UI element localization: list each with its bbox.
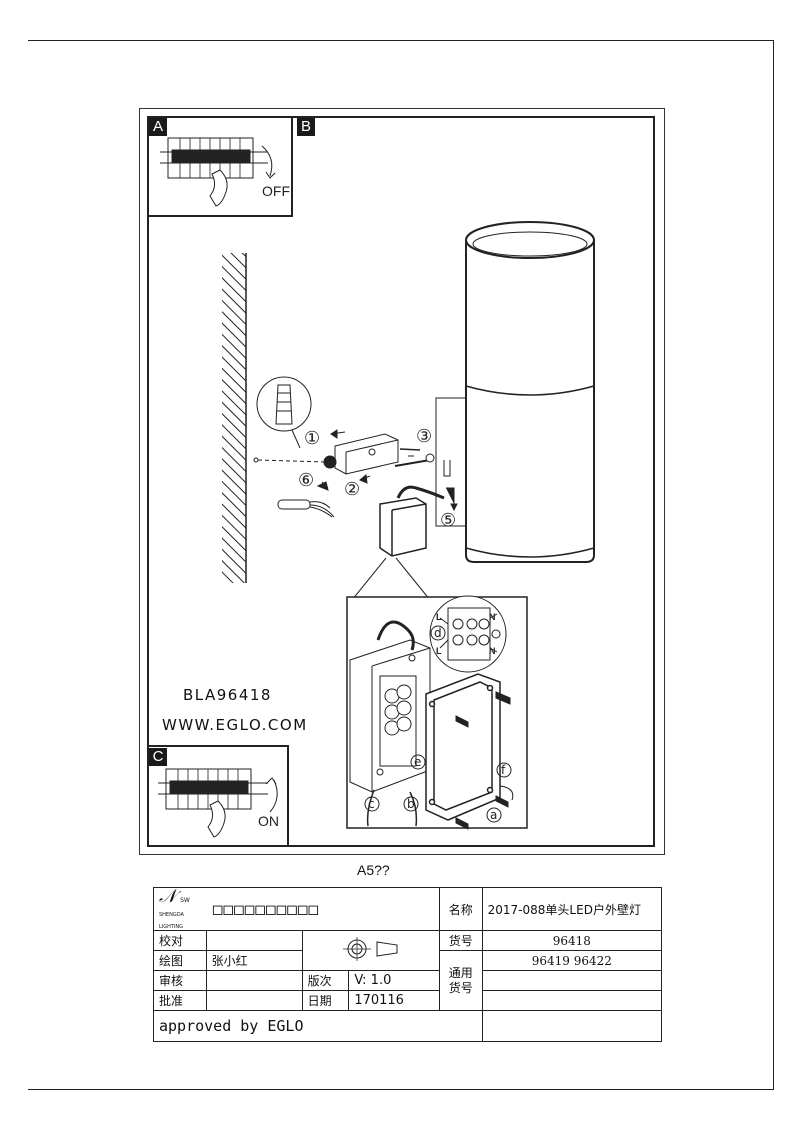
item-no-value: 96418 — [481, 930, 663, 951]
item-no-label: 货号 — [438, 930, 483, 951]
detail-d: d — [434, 626, 442, 640]
step-2: ② — [344, 479, 360, 500]
step-1: ① — [304, 428, 320, 449]
panel-b-label: B — [297, 118, 315, 136]
terminal-n-top: N — [489, 612, 496, 622]
terminal-l-top: L — [436, 612, 442, 622]
panel-c-on-text: ON — [258, 813, 279, 829]
terminal-zoom — [429, 595, 507, 673]
projection-symbol-cell — [301, 930, 440, 971]
driver-box — [351, 485, 445, 601]
junction-box-open — [349, 620, 431, 827]
step-6: ⑥ — [298, 470, 314, 491]
model-number: BLA96418 — [183, 686, 272, 704]
lamp-body — [435, 221, 595, 563]
name-label: 名称 — [438, 887, 483, 931]
terminal-n-bottom: N — [489, 646, 496, 656]
common-value-empty-1 — [481, 970, 663, 991]
drawing-label: 绘图 — [153, 950, 207, 971]
logo-text: SW — [180, 897, 190, 904]
page-frame — [28, 40, 774, 1090]
title-block: 𝒩 SW SHENGDA LIGHTING □□□□□□□□□□ 名称 2017… — [153, 887, 663, 1042]
sheet-caption: A5?? — [357, 862, 390, 878]
website: WWW.EGLO.COM — [162, 716, 308, 734]
date-value: 170116 — [348, 990, 440, 1011]
panel-c — [147, 745, 289, 847]
mounting-bracket — [253, 433, 435, 475]
detail-c: c — [368, 797, 375, 811]
panel-a — [147, 116, 293, 217]
name-value: 2017-088单头LED户外壁灯 — [481, 887, 663, 931]
wall-hatch — [222, 253, 246, 583]
version-value: V: 1.0 — [348, 970, 440, 991]
logo-sub2: LIGHTING — [159, 924, 184, 930]
logo-sub1: SHENGDA — [159, 912, 184, 918]
company-name: □□□□□□□□□□ — [212, 899, 320, 919]
common-value-empty-2 — [481, 990, 663, 1011]
breaker-panel-c — [158, 768, 278, 838]
common-value: 96419 96422 — [481, 950, 663, 971]
junction-lid — [425, 673, 501, 821]
step-3: ③ — [416, 426, 432, 447]
approved-text: approved by EGLO — [153, 1010, 483, 1042]
date-label: 日期 — [301, 990, 350, 1011]
common-label: 通用 货号 — [438, 950, 483, 1011]
approved-empty — [481, 1010, 663, 1042]
review-label: 审核 — [153, 970, 207, 991]
breaker-panel-a — [160, 137, 276, 207]
instruction-outer-frame — [139, 108, 665, 855]
supply-cable — [277, 499, 335, 518]
step-5: ⑤ — [440, 510, 456, 531]
panel-a-label: A — [149, 118, 167, 136]
wall-plug-detail — [256, 376, 312, 449]
terminal-l-bottom: L — [436, 646, 442, 656]
detail-a: a — [490, 808, 497, 822]
version-label: 版次 — [301, 970, 350, 991]
approve-label: 批准 — [153, 990, 207, 1011]
instruction-inner-frame — [147, 116, 655, 847]
proofread-label: 校对 — [153, 930, 207, 951]
review-value — [205, 970, 303, 991]
company-cell: 𝒩 SW SHENGDA LIGHTING □□□□□□□□□□ — [153, 887, 440, 931]
company-logo: 𝒩 SW SHENGDA LIGHTING — [159, 888, 209, 930]
detail-e: e — [414, 755, 421, 769]
drawing-value: 张小红 — [205, 950, 303, 971]
first-angle-projection-icon — [342, 937, 398, 961]
panel-a-off-text: OFF — [262, 183, 290, 199]
panel-c-label: C — [149, 748, 167, 766]
assembly-arrows — [316, 429, 458, 512]
junction-screws — [455, 691, 514, 830]
detail-b: b — [407, 797, 415, 811]
logo-mark-icon: 𝒩 — [159, 886, 177, 907]
detail-f: f — [501, 763, 506, 777]
approve-value — [205, 990, 303, 1011]
proofread-value — [205, 930, 303, 951]
